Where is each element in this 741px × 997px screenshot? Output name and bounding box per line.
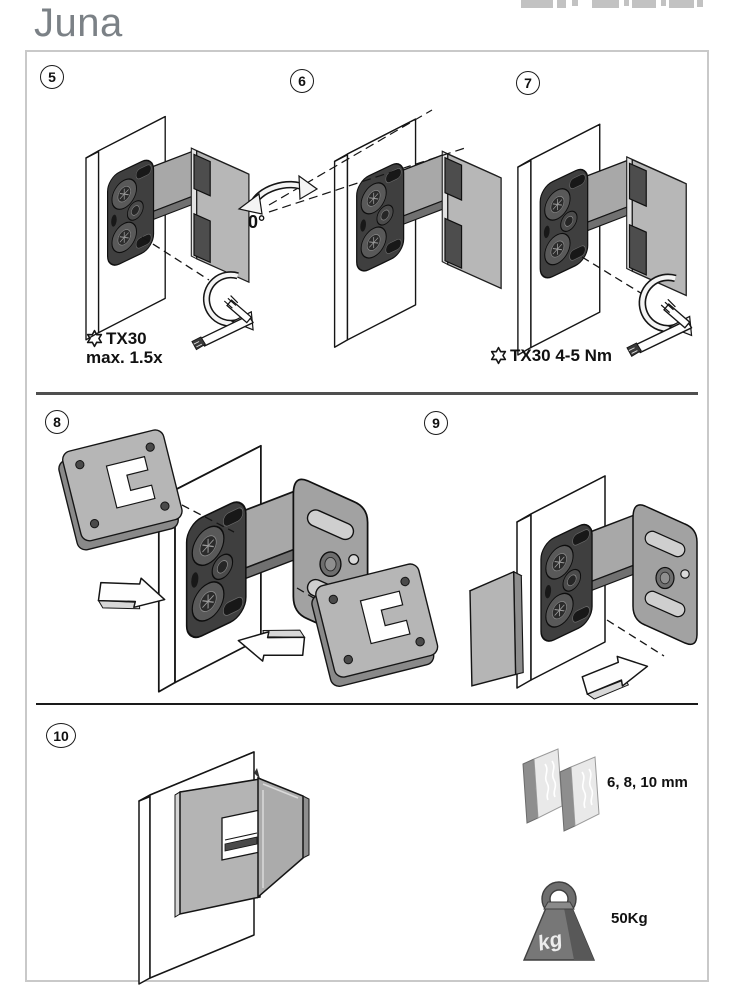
step-8-illustration [54, 427, 443, 700]
hinge-assembly [335, 119, 502, 347]
step-8-badge: 8 [45, 410, 69, 434]
slide-dashed-line [181, 504, 235, 533]
torx-star-icon [86, 329, 103, 348]
alignment-dashed-line [141, 236, 210, 281]
torx-star-icon [490, 346, 507, 365]
hinge-assembly [86, 117, 249, 340]
glass-panels-icon [522, 748, 600, 832]
step-7-tool-text: TX30 4-5 Nm [510, 346, 613, 365]
step-5-tool-note: max. 1.5x [86, 348, 163, 367]
step-7-number: 7 [524, 75, 532, 91]
zero-degree-dashed-line [268, 147, 466, 213]
step-9-number: 9 [432, 415, 440, 431]
step-6-number: 6 [298, 73, 306, 89]
rotation-double-arrow [237, 174, 319, 215]
step-6-badge: 6 [290, 69, 314, 93]
hinge-assembly [518, 124, 686, 355]
section-divider-1 [36, 392, 698, 395]
page-title: Juna [34, 1, 123, 45]
step-6-angle-label: 0° [248, 212, 266, 232]
step-5-badge: 5 [40, 65, 64, 89]
max-weight-label: 50Kg [611, 910, 648, 927]
step-5-tool-label: TX30 max. 1.5x [85, 329, 163, 367]
step-9-illustration [469, 420, 711, 702]
zero-degree-dashed-line [268, 109, 433, 206]
step-7-badge: 7 [516, 71, 540, 95]
cover-cap-panel [469, 571, 524, 687]
slide-arrow-right [579, 650, 653, 702]
step-5-tool-text: TX30 [106, 329, 147, 348]
step-10-badge: 10 [46, 723, 76, 748]
section-divider-2 [36, 703, 698, 705]
step-7-tool-label: TX30 4-5 Nm [489, 346, 612, 365]
step-9-badge: 9 [424, 411, 448, 435]
slide-dashed-line [606, 619, 665, 657]
step-5-illustration [47, 92, 282, 392]
slide-arrow-right [94, 568, 170, 623]
hinge-assembly-uncovered [517, 476, 697, 688]
instruction-sheet: 5 6 7 8 9 10 TX30 max. 1.5x 0° [25, 50, 711, 985]
brand-logo-cropped [521, 0, 703, 8]
step-8-number: 8 [53, 414, 61, 430]
step-10-illustration [138, 751, 310, 985]
step-6-illustration [237, 109, 502, 375]
glass-thickness-label: 6, 8, 10 mm [607, 774, 688, 791]
glass-pane [559, 756, 600, 832]
step-10-number: 10 [53, 727, 69, 744]
assembled-hinge-covered [174, 768, 310, 918]
weight-icon: kg [522, 881, 596, 961]
step-5-number: 5 [48, 69, 56, 85]
glass-pane [522, 748, 563, 824]
